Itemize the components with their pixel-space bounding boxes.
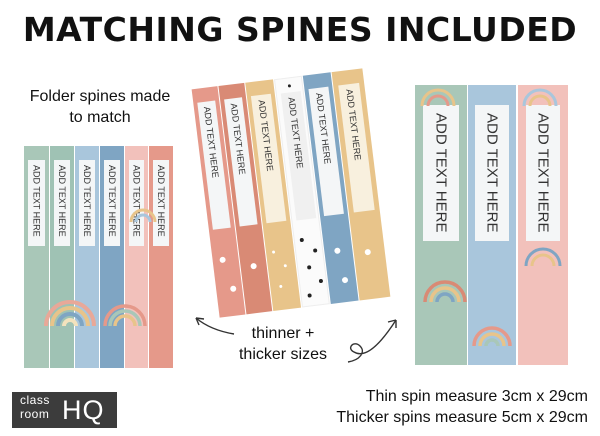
- dot-pattern: [283, 264, 287, 268]
- folder-spine-5: ADD TEXT HERE: [125, 146, 148, 368]
- rainbow-icon: [420, 88, 456, 107]
- spine-label-box: ADD TEXT HERE: [104, 160, 120, 246]
- rainbow-icon: [103, 304, 147, 327]
- spine-label-box: ADD TEXT HERE: [423, 105, 459, 241]
- rainbow-icon: [472, 326, 512, 347]
- dot-pattern: [318, 278, 324, 284]
- spine-label: ADD TEXT HERE: [156, 165, 166, 237]
- thin-measurement: Thin spin measure 3cm x 29cm: [365, 388, 588, 405]
- spine-label: ADD TEXT HERE: [228, 102, 248, 176]
- logo-line1: class: [20, 393, 50, 407]
- classroom-hq-logo: class room HQ: [12, 392, 117, 428]
- dot-pattern: [287, 84, 292, 88]
- thick-spine-3: ADD TEXT HERE: [518, 85, 568, 365]
- spine-label: ADD TEXT HERE: [107, 165, 117, 237]
- folder-spine-2: ADD TEXT HERE: [50, 146, 74, 368]
- spine-label: ADD TEXT HERE: [82, 165, 92, 237]
- spine-label-box: ADD TEXT HERE: [54, 160, 70, 246]
- heart-icon: [341, 276, 349, 284]
- spine-label: ADD TEXT HERE: [344, 88, 363, 161]
- dot-pattern: [312, 248, 318, 253]
- spine-label: ADD TEXT HERE: [256, 99, 276, 172]
- spine-label-box: ADD TEXT HERE: [79, 160, 95, 246]
- arrow-right-icon: [347, 319, 397, 363]
- spine-label-box: ADD TEXT HERE: [153, 160, 169, 246]
- sizes-caption-line2: thicker sizes: [238, 346, 328, 363]
- spine-label: ADD TEXT HERE: [31, 165, 42, 237]
- page-heading: MATCHING SPINES INCLUDED: [22, 10, 578, 49]
- rainbow-icon: [423, 280, 467, 303]
- sizes-caption: thinner + thicker sizes: [228, 323, 338, 365]
- spine-label: ADD TEXT HERE: [201, 106, 221, 179]
- spine-label: ADD TEXT HERE: [432, 113, 450, 233]
- spine-label: ADD TEXT HERE: [57, 165, 67, 237]
- folder-spine-1: ADD TEXT HERE: [24, 146, 49, 368]
- folder-caption-line2: to match: [69, 109, 131, 126]
- tilted-spines-group: ADD TEXT HERE ADD TEXT HERE ADD TEXT HER…: [191, 68, 391, 318]
- dot-pattern: [271, 250, 276, 254]
- measurements-text: Thin spin measure 3cm x 29cm Thicker spi…: [300, 386, 588, 428]
- spine-label: ADD TEXT HERE: [534, 113, 552, 233]
- logo-line2: room: [20, 407, 50, 421]
- spine-label: ADD TEXT HERE: [483, 113, 501, 233]
- logo-mark: HQ: [62, 395, 105, 425]
- rainbow-icon: [522, 88, 558, 107]
- spine-label: ADD TEXT HERE: [314, 92, 333, 165]
- rainbow-icon: [44, 300, 96, 327]
- heart-icon: [334, 247, 341, 255]
- dot-pattern: [299, 237, 305, 243]
- spine-label: ADD TEXT HERE: [131, 165, 142, 237]
- folder-spine-6: ADD TEXT HERE: [149, 146, 173, 368]
- spine-label-box: ADD TEXT HERE: [526, 105, 560, 241]
- thick-spine-1: ADD TEXT HERE: [415, 85, 467, 365]
- folder-spine-4: ADD TEXT HERE: [100, 146, 124, 368]
- heart-icon: [364, 248, 372, 256]
- spine-label-box: ADD TEXT HERE: [475, 105, 509, 241]
- spine-label-box: ADD TEXT HERE: [28, 160, 45, 246]
- sizes-caption-line1: thinner +: [251, 325, 315, 342]
- folder-caption-line1: Folder spines made: [29, 88, 171, 105]
- rainbow-icon: [129, 208, 157, 223]
- arrow-left-icon: [195, 317, 235, 335]
- heart-icon: [219, 256, 226, 264]
- thick-spine-2: ADD TEXT HERE: [468, 85, 516, 365]
- folder-spine-3: ADD TEXT HERE: [75, 146, 99, 368]
- dot-pattern: [279, 284, 283, 289]
- dot-pattern: [307, 293, 312, 298]
- heart-icon: [250, 262, 257, 270]
- heart-icon: [229, 285, 237, 293]
- spine-label-box: ADD TEXT HERE: [129, 160, 144, 246]
- rainbow-icon: [524, 247, 562, 267]
- spine-label: ADD TEXT HERE: [286, 96, 306, 170]
- folder-spines-caption: Folder spines made to match: [10, 86, 190, 128]
- thick-measurement: Thicker spins measure 5cm x 29cm: [336, 409, 588, 426]
- dot-pattern: [306, 265, 312, 270]
